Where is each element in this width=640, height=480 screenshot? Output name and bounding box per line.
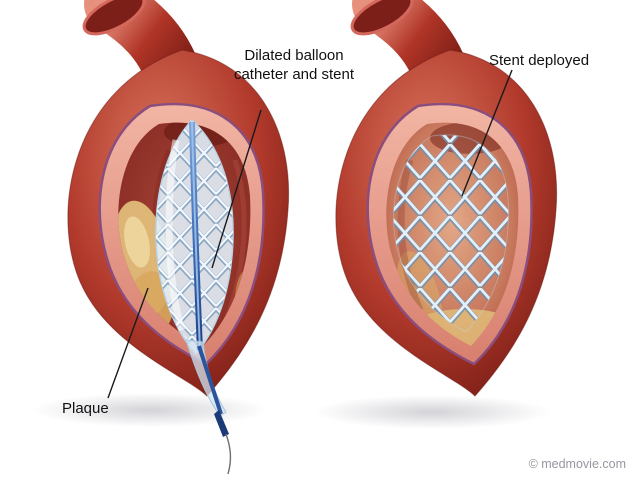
leader-line-balloon-catheter xyxy=(211,109,262,269)
shadow-left xyxy=(32,393,268,427)
catheter-taper-shaft xyxy=(197,345,223,415)
left-artery xyxy=(67,0,290,475)
guidewire xyxy=(225,433,232,475)
catheter-shaft-core xyxy=(191,121,201,351)
label-balloon-catheter: Dilated balloon catheter and stent xyxy=(233,47,355,83)
leader-line-plaque xyxy=(107,287,149,399)
leader-lines xyxy=(107,69,513,399)
label-plaque: Plaque xyxy=(62,400,109,417)
label-stent-deployed: Stent deployed xyxy=(489,52,590,69)
shadow-right xyxy=(314,395,550,429)
right-vessel-cut-end xyxy=(350,0,414,36)
balloon-catheter xyxy=(185,121,232,475)
catheter-tip xyxy=(214,410,229,437)
plaque-blob-highlight xyxy=(124,216,150,268)
left-vessel-cut-end xyxy=(82,0,146,36)
leader-line-stent-deployed xyxy=(461,69,513,197)
balloon-highlight xyxy=(165,139,186,332)
right-artery xyxy=(335,0,558,397)
credit-watermark: © medmovie.com xyxy=(528,457,626,471)
stent-mesh-deployed xyxy=(393,134,509,333)
